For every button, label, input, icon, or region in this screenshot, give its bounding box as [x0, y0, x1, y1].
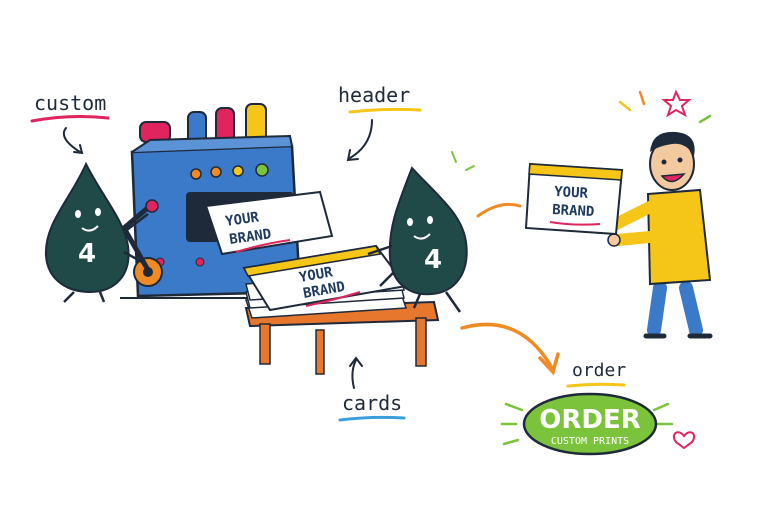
svg-text:YOUR: YOUR	[554, 184, 589, 202]
label-header-underline	[348, 107, 422, 114]
custom-arrow-icon	[62, 127, 81, 153]
label-header: header	[338, 83, 422, 162]
excitement-marks	[618, 89, 712, 124]
press-light	[190, 168, 202, 180]
svg-text:BRAND: BRAND	[228, 226, 272, 248]
happy-customer	[603, 131, 713, 339]
label-order-underline	[566, 382, 626, 388]
arrow-to-order-icon	[460, 322, 560, 376]
printed-sheet-emerging: YOUR BRAND	[204, 190, 334, 256]
header-arrow-icon	[349, 119, 373, 159]
label-custom-text: custom	[34, 91, 106, 115]
svg-text:BRAND: BRAND	[552, 202, 595, 220]
label-order-text: order	[572, 360, 626, 381]
svg-text:YOUR: YOUR	[224, 209, 260, 230]
cards-arrow-icon	[351, 359, 357, 389]
label-order: order	[566, 360, 626, 388]
order-button-subtitle: CUSTOM PRINTS	[551, 436, 629, 447]
label-custom: custom	[30, 91, 110, 155]
label-custom-underline	[30, 115, 110, 123]
order-button-title: ORDER	[539, 405, 641, 435]
held-business-card: YOUR BRAND	[524, 162, 624, 236]
label-cards: cards	[338, 356, 406, 422]
card-stack: YOUR BRAND	[242, 244, 408, 319]
svg-text:YOUR: YOUR	[298, 264, 335, 286]
label-cards-text: cards	[342, 391, 402, 415]
press-crank-arm	[120, 203, 153, 273]
svg-text:BRAND: BRAND	[302, 279, 346, 302]
mascot-number-left: 4	[78, 239, 96, 269]
ink-drop-mascot-right: 4	[367, 151, 475, 313]
order-custom-prints-button[interactable]: ORDER CUSTOM PRINTS	[500, 392, 696, 456]
label-header-text: header	[338, 83, 410, 107]
label-cards-underline	[338, 415, 406, 422]
heart-icon	[672, 431, 696, 450]
arrow-to-customer-icon	[476, 202, 522, 218]
mascot-number-right: 4	[424, 245, 442, 275]
ink-drop-mascot-left: 4	[44, 161, 149, 303]
star-icon	[661, 89, 692, 118]
